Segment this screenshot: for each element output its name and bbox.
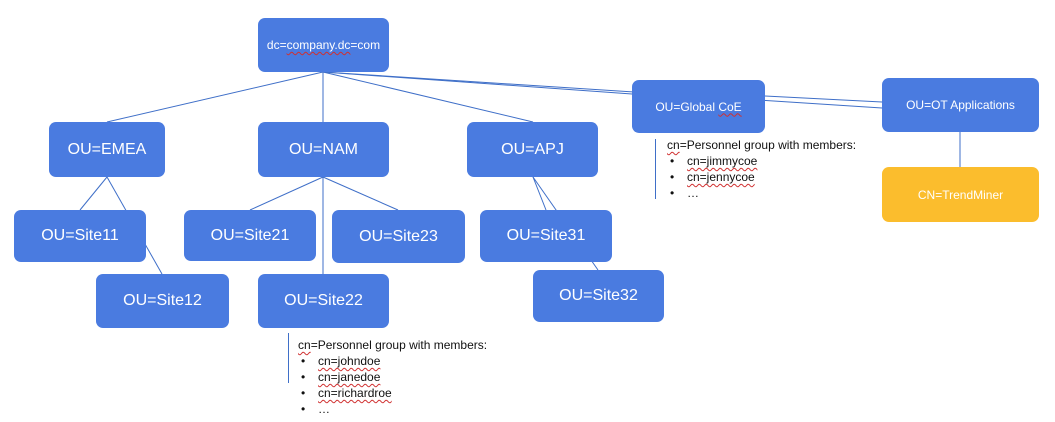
global-note-members: cn=jimmycoe cn=jennycoe … bbox=[667, 153, 856, 201]
ou-global-coe-label: OU=Global CoE bbox=[655, 99, 742, 114]
edge-global-coe-ot-applications bbox=[764, 95, 883, 103]
global-coe-note: cn=Personnel group with members: cn=jimm… bbox=[667, 137, 856, 201]
site23-node: OU=Site23 bbox=[332, 210, 465, 263]
ou-global-coe-node: OU=Global CoE bbox=[632, 80, 765, 133]
site31-label: OU=Site31 bbox=[506, 227, 586, 244]
site22-node: OU=Site22 bbox=[258, 274, 389, 328]
site21-label: OU=Site21 bbox=[210, 226, 290, 244]
root-node: dc=company.dc=com bbox=[258, 18, 389, 72]
global-note-bar bbox=[655, 139, 656, 199]
site22-note-heading: cn=Personnel group with members: bbox=[298, 338, 488, 352]
site22-note-bar bbox=[288, 333, 289, 383]
ou-ot-applications-node: OU=OT Applications bbox=[882, 78, 1039, 132]
ou-emea-label: OU=EMEA bbox=[67, 140, 147, 158]
ou-nam-label: OU=NAM bbox=[289, 140, 358, 158]
site32-node: OU=Site32 bbox=[533, 270, 664, 322]
ou-ot-applications-label: OU=OT Applications bbox=[906, 98, 1015, 112]
ou-apj-node: OU=APJ bbox=[467, 122, 598, 177]
site22-note: cn=Personnel group with members: cn=john… bbox=[298, 337, 487, 417]
edge-nam-site23 bbox=[322, 176, 399, 211]
ou-nam-node: OU=NAM bbox=[258, 122, 389, 177]
trendminer-node: CN=TrendMiner bbox=[882, 167, 1039, 222]
site32-label: OU=Site32 bbox=[559, 287, 638, 304]
site22-note-members: cn=johndoe cn=janedoe cn=richardroe … bbox=[298, 353, 487, 417]
ou-apj-label: OU=APJ bbox=[501, 140, 564, 158]
edge-root-apj bbox=[322, 71, 534, 123]
edge-root-emea bbox=[106, 71, 324, 123]
list-item: … bbox=[298, 401, 487, 417]
site12-node: OU=Site12 bbox=[96, 274, 229, 328]
site23-label: OU=Site23 bbox=[359, 227, 438, 245]
site12-label: OU=Site12 bbox=[123, 292, 202, 309]
edge-root-ot-applications bbox=[322, 71, 883, 109]
list-item: cn=jennycoe bbox=[667, 169, 856, 185]
site11-node: OU=Site11 bbox=[14, 210, 146, 262]
site31-node: OU=Site31 bbox=[480, 210, 612, 262]
list-item: … bbox=[667, 185, 856, 201]
root-node-label: dc=company.dc=com bbox=[266, 38, 381, 52]
list-item: cn=jimmycoe bbox=[667, 153, 856, 169]
trendminer-label: CN=TrendMiner bbox=[917, 187, 1004, 202]
edge-nam-site21 bbox=[249, 176, 324, 211]
site21-node: OU=Site21 bbox=[184, 210, 316, 261]
edge-apj-site31 bbox=[532, 176, 547, 211]
list-item: cn=richardroe bbox=[298, 385, 487, 401]
list-item: cn=johndoe bbox=[298, 353, 487, 369]
edge-emea-site11 bbox=[79, 176, 108, 211]
ou-emea-node: OU=EMEA bbox=[49, 122, 165, 177]
site22-label: OU=Site22 bbox=[284, 292, 363, 309]
global-note-heading: cn=Personnel group with members: bbox=[667, 138, 857, 152]
site11-label: OU=Site11 bbox=[41, 227, 119, 244]
list-item: cn=janedoe bbox=[298, 369, 487, 385]
